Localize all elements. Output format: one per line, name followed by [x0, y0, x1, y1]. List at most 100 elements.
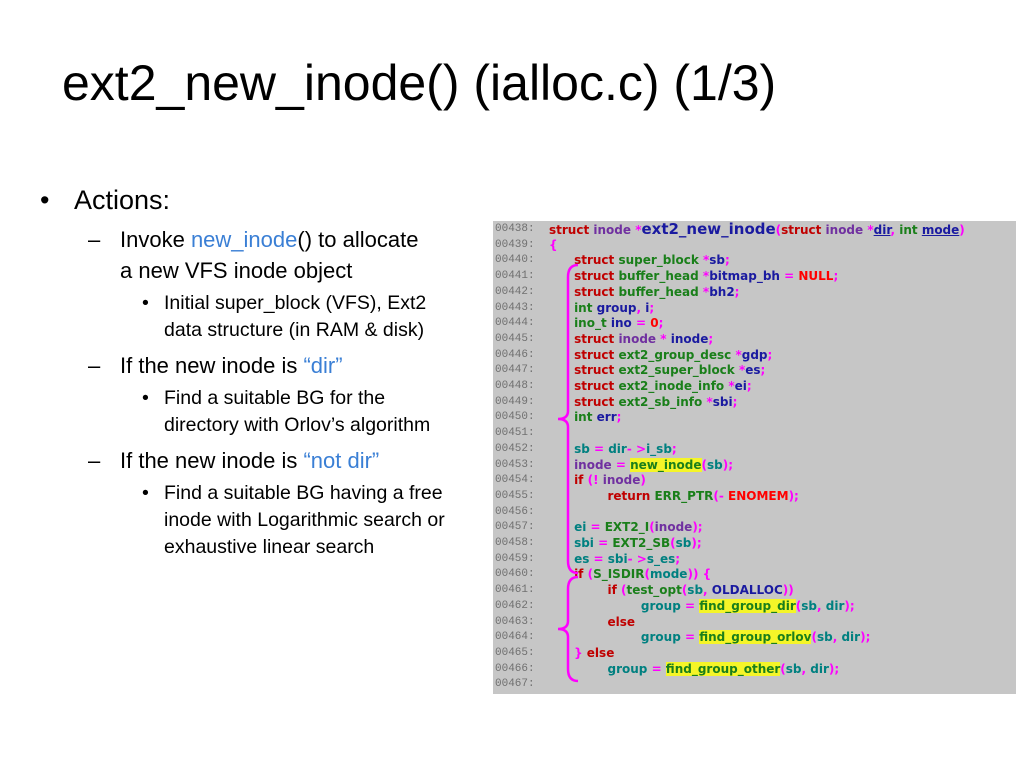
code-token: else [549, 614, 636, 629]
code-token: group [596, 300, 637, 315]
code-token: , [890, 223, 900, 237]
code-token: ; [708, 331, 714, 346]
brace-annotations [557, 263, 579, 683]
line-number: 00464: [495, 631, 535, 644]
code-token: ENOMEM [728, 488, 789, 503]
line-number: 00439: [495, 238, 535, 251]
code-token: int [549, 410, 597, 425]
code-token: ; [734, 284, 740, 299]
code-token: , [832, 630, 842, 645]
code-token: int [899, 223, 922, 237]
code-text: if (S_ISDIR(mode)) { [549, 567, 711, 583]
code-token: * [702, 269, 710, 284]
code-token: 0 [650, 316, 659, 331]
bullet-text: If the new inode is [120, 353, 304, 378]
bullet-dot: • [142, 387, 149, 409]
code-token: s_es [646, 551, 676, 566]
code-token: mode [649, 567, 688, 582]
bullet-dot: • [142, 292, 149, 314]
line-number: 00467: [495, 678, 535, 691]
code-token: , [816, 598, 826, 613]
code-token: ext2_inode_info [618, 379, 729, 393]
line-number: 00455: [495, 489, 535, 502]
code-token: = [590, 520, 605, 535]
line-number: 00463: [495, 615, 535, 628]
code-token: ); [860, 630, 871, 645]
code-token: dir [608, 441, 627, 456]
code-token: struct [549, 331, 619, 346]
line-number: 00460: [495, 568, 535, 581]
bullet-item-2: –If the new inode is “dir” [40, 350, 420, 381]
code-token: (- [713, 488, 729, 503]
line-number: 00462: [495, 599, 535, 612]
code-token: EXT2_I [604, 520, 650, 535]
code-token: dir [810, 661, 829, 676]
code-token: ; [767, 347, 773, 362]
code-token: dir [825, 598, 845, 613]
code-text: if (! inode) [549, 473, 646, 489]
code-text: return ERR_PTR(- ENOMEM); [549, 488, 798, 505]
code-token: mode [921, 223, 960, 237]
bullet-item-1: –Invoke new_inode() to allocate a new VF… [40, 224, 420, 286]
code-token: ext2_new_inode [641, 221, 776, 238]
code-token: ( [795, 598, 802, 613]
code-token: test_opt [626, 583, 682, 598]
code-token: , [801, 661, 811, 676]
code-text: group = find_group_other(sb, dir); [549, 661, 839, 678]
sub-bullet-text: Find a suitable BG having a free inode w… [164, 482, 445, 558]
code-token: ( [701, 457, 708, 472]
code-token: ; [725, 253, 730, 268]
code-token: return [549, 488, 655, 503]
code-token: * [702, 284, 710, 299]
line-number: 00450: [495, 411, 535, 424]
code-token: = [784, 269, 799, 284]
line-number: 00449: [495, 395, 535, 408]
code-token: ; [616, 410, 622, 425]
code-token: = [593, 441, 609, 456]
bullet-dash: – [88, 353, 101, 378]
bullet-actions: • Actions: [40, 184, 460, 216]
line-number: 00447: [495, 364, 535, 377]
code-token: else [586, 645, 615, 660]
code-token: * [735, 347, 742, 362]
code-token: ; [732, 394, 738, 409]
code-token: es [549, 551, 594, 566]
bullet-dot: • [142, 482, 149, 504]
code-text: struct super_block *sb; [549, 253, 730, 269]
code-token: , [636, 300, 646, 315]
code-text: struct buffer_head *bh2; [549, 285, 739, 301]
code-text: struct inode *ext2_new_inode(struct inod… [549, 221, 965, 239]
line-number: 00452: [495, 442, 535, 455]
line-number: 00438: [495, 223, 535, 235]
code-token: ext2_super_block [618, 363, 739, 378]
code-token: inode [670, 331, 709, 346]
line-number: 00451: [495, 427, 535, 440]
code-token: * [703, 253, 710, 268]
highlighted-term: new_inode [190, 227, 298, 252]
code-token: i_sb [646, 441, 672, 456]
code-token: sb [785, 661, 802, 676]
code-token: ; [649, 300, 655, 315]
code-token: group [549, 598, 685, 613]
code-token: ; [671, 441, 677, 456]
code-token: = [635, 316, 651, 331]
code-token: find_group_dir [699, 598, 796, 613]
curly-brace [557, 575, 579, 683]
code-token: * [706, 394, 713, 409]
code-text: struct ext2_super_block *es; [549, 363, 765, 379]
code-token: buffer_head [618, 284, 703, 299]
code-token: ( [780, 661, 786, 676]
code-text: inode = new_inode(sb); [549, 457, 733, 474]
code-token: struct [549, 284, 619, 299]
code-token: new_inode [630, 457, 702, 472]
code-token: = [684, 630, 700, 645]
code-text: } else [549, 646, 614, 662]
bullet-dash: – [88, 227, 101, 252]
code-token: ); [844, 598, 855, 613]
code-text: es = sbi- >s_es; [549, 552, 680, 568]
bullet-list: • Actions: –Invoke new_inode() to alloca… [40, 184, 460, 561]
code-token: = [684, 598, 700, 613]
code-text: struct ext2_group_desc *gdp; [549, 348, 772, 364]
bullet-dot: • [40, 185, 50, 215]
code-token: ; [675, 551, 681, 566]
